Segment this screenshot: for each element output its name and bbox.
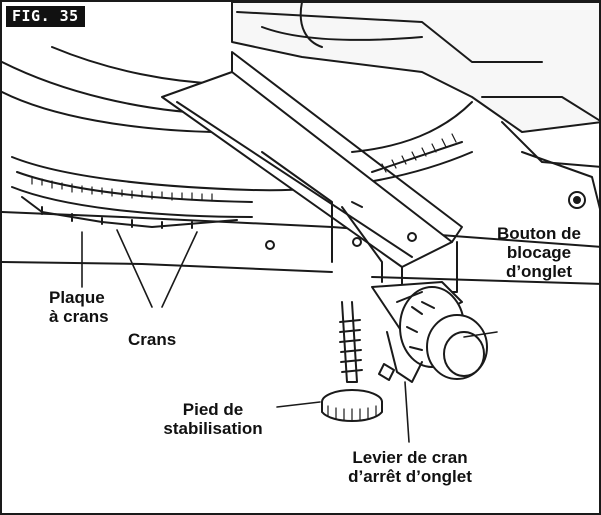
callout-crans-left [116, 229, 153, 308]
callout-levier [404, 381, 410, 443]
label-plaque-crans: Plaque à crans [49, 288, 109, 326]
label-bouton-line1: Bouton de [496, 224, 582, 243]
detent-lever [386, 331, 423, 383]
label-bouton-blocage: Bouton de blocage d’onglet [480, 224, 598, 281]
label-crans: Crans [128, 330, 177, 349]
stabilizer-foot [321, 301, 395, 422]
label-plaque-line2: à crans [49, 307, 109, 326]
saw-housing [231, 2, 599, 210]
label-plaque-line1: Plaque [49, 288, 105, 307]
miter-table [2, 46, 473, 229]
label-levier-line2: d’arrêt d’onglet [348, 467, 472, 486]
label-bouton-line2: blocage [506, 243, 572, 262]
label-pied-line1: Pied de [182, 400, 244, 419]
callout-crans-right [161, 231, 198, 308]
callout-pied [276, 401, 321, 408]
callout-bouton [463, 331, 498, 338]
miter-arm [161, 51, 463, 293]
label-bouton-line3: d’onglet [505, 262, 573, 281]
figure-number: FIG. 35 [6, 6, 85, 27]
callout-lines [81, 229, 498, 443]
label-levier-line1: Levier de cran [352, 448, 468, 467]
label-pied-stabilisation: Pied de stabilisation [154, 400, 272, 438]
label-pied-line2: stabilisation [163, 419, 263, 438]
label-levier-cran: Levier de cran d’arrêt d’onglet [340, 448, 480, 486]
lock-knob [371, 281, 488, 380]
